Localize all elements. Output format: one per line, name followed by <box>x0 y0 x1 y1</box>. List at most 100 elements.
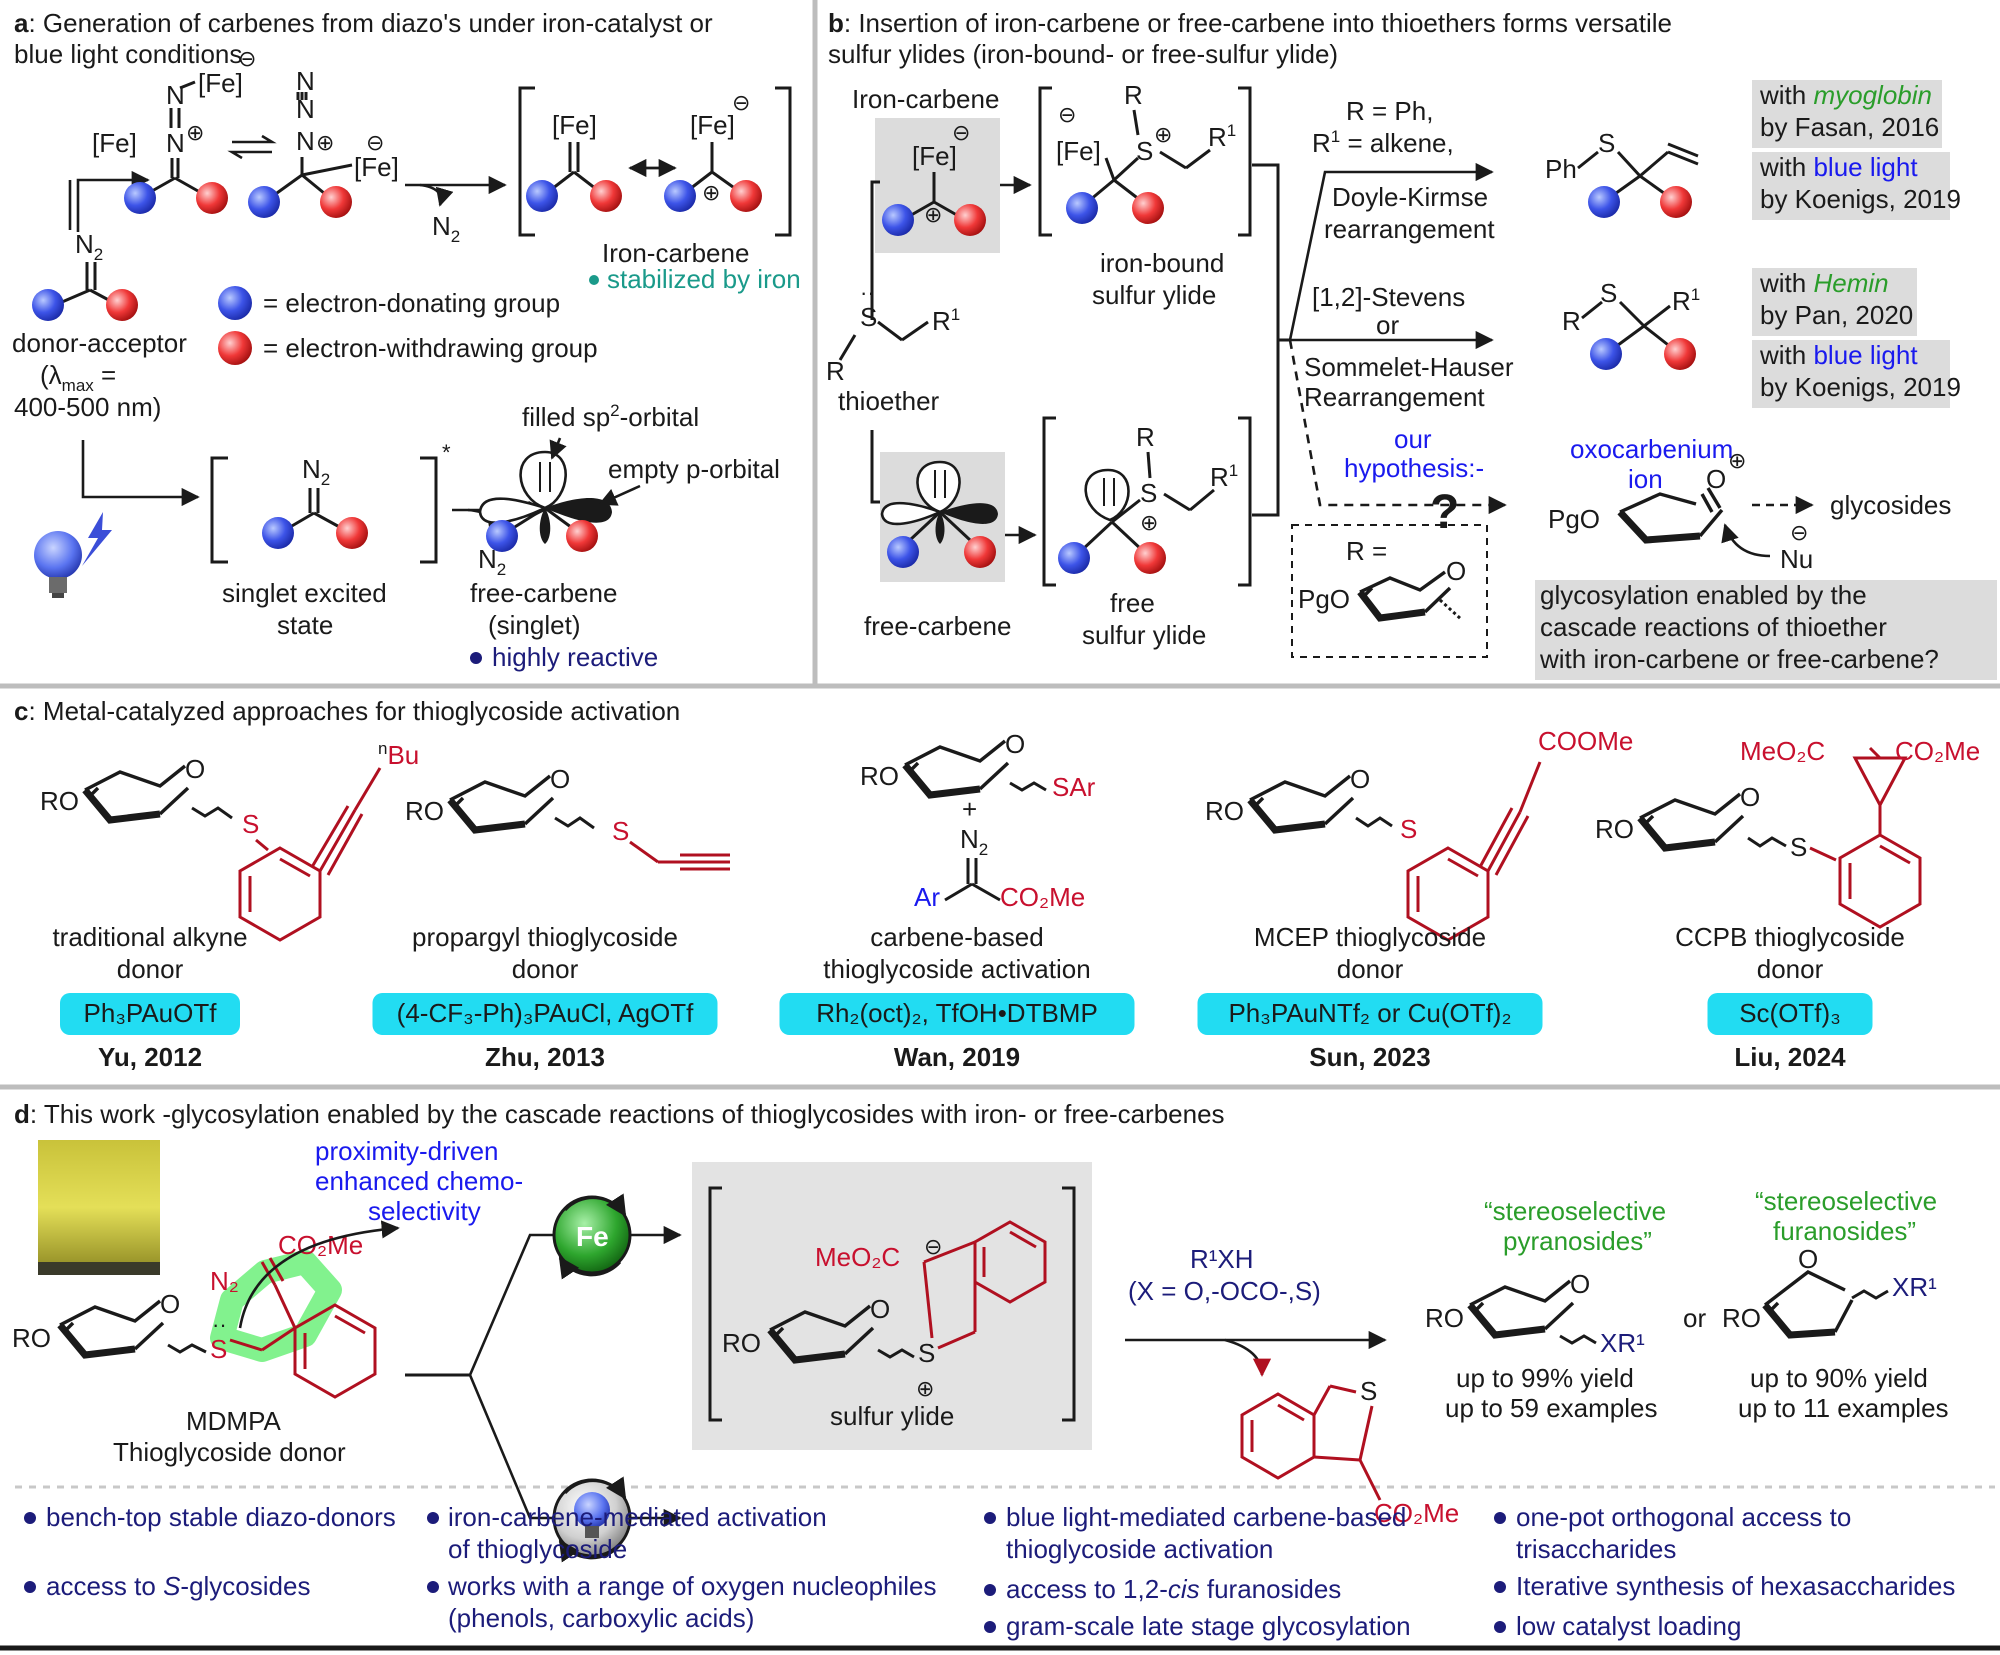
charge-plus: ⊕ <box>316 130 334 155</box>
ylide-orbital <box>1084 468 1130 522</box>
stevens-1: [1,2]-Stevens <box>1312 282 1465 312</box>
author-label: Zhu, 2013 <box>485 1042 605 1072</box>
green-highlight <box>210 1250 342 1362</box>
sugar-ring <box>57 1299 165 1359</box>
bond <box>1159 150 1187 170</box>
stevens-2: or <box>1376 310 1399 340</box>
stevens-3: Sommelet-Hauser <box>1304 352 1514 382</box>
dashed-box <box>1291 524 1488 658</box>
bond <box>1110 520 1144 552</box>
o-atom: O <box>1740 782 1760 812</box>
bullet-text-cont: thioglycoside activation <box>1006 1534 1273 1564</box>
n-atom: N <box>166 80 185 110</box>
catalyst-pill <box>1197 993 1543 1035</box>
bond <box>1486 811 1522 872</box>
ewg-ball <box>590 180 622 212</box>
nu-label: Nu <box>1780 544 1813 574</box>
stabilized-label: stabilized by iron <box>607 264 801 294</box>
catalyst-label: Rh₂(oct)₂, TfOH•DTBMP <box>816 998 1098 1028</box>
charge-plus: ⊕ <box>1140 510 1158 535</box>
ewg-ball <box>1132 192 1164 224</box>
bond <box>1613 324 1645 350</box>
ewg-ball <box>196 182 228 214</box>
bond <box>229 1338 263 1352</box>
furanoside-title-1: “stereoselective <box>1755 1186 1937 1216</box>
proximity-arrow <box>238 1220 400 1329</box>
sulfur-ylide-label: sulfur ylide <box>830 1401 954 1431</box>
wavy-bond <box>1438 598 1464 622</box>
lambda-max: (λmax = <box>40 360 116 395</box>
catalyst-label: (4-CF₃-Ph)₃PAuCl, AgOTf <box>397 998 694 1028</box>
author-label: Sun, 2023 <box>1309 1042 1430 1072</box>
bullet-dot <box>1494 1581 1506 1593</box>
bracket-right <box>1238 86 1252 237</box>
grey-box <box>1752 152 1950 220</box>
free-label: free <box>1110 588 1155 618</box>
edg-ball <box>124 182 156 214</box>
eq-arrow <box>232 134 277 144</box>
charge-minus: ⊖ <box>1790 520 1808 545</box>
edg-ball <box>1066 192 1098 224</box>
bond <box>1577 150 1599 170</box>
ewg-ball <box>1664 338 1696 370</box>
xr1-label: XR¹ <box>1892 1272 1937 1302</box>
s-atom: S <box>1360 1376 1377 1406</box>
grey-box <box>1535 580 1997 680</box>
catalyst-label: Ph₃PAuNTf₂ or Cu(OTf)₂ <box>1228 998 1511 1028</box>
o-atom: O <box>1570 1269 1590 1299</box>
bracket-right <box>775 86 792 237</box>
o-atom: O <box>185 754 205 784</box>
r-label: R <box>1136 422 1155 452</box>
bond <box>334 1314 366 1335</box>
s-atom: S <box>918 1338 935 1368</box>
fe-arrow <box>76 170 150 232</box>
n2-leaving: N2 <box>478 544 506 579</box>
bracket-line <box>870 180 880 320</box>
bullet-text: access to 1,2-cis furanosides <box>1006 1574 1341 1604</box>
hypothesis-arrow <box>1288 339 1507 515</box>
charge-plus: ⊕ <box>1728 448 1746 473</box>
wavy-bond <box>1851 1289 1889 1300</box>
bullet-dot <box>24 1512 36 1524</box>
o-atom: O <box>550 764 570 794</box>
edg-ball <box>248 186 280 218</box>
bond <box>1358 1405 1374 1461</box>
bullet-text: access to S-glycosides <box>46 1571 310 1601</box>
n2-label: N2 <box>960 824 988 859</box>
charge-plus: ⊕ <box>916 1376 934 1401</box>
bullet-dot <box>24 1581 36 1593</box>
bond <box>268 1257 285 1282</box>
n2-label: N₂ <box>210 1266 239 1296</box>
bond <box>629 840 659 864</box>
light-arrow <box>81 440 200 507</box>
benzene-ring <box>238 846 322 942</box>
bracket-left <box>210 456 228 564</box>
bullet-text: Iterative synthesis of hexasaccharides <box>1516 1571 1955 1601</box>
donor-label-2: donor <box>1757 954 1824 984</box>
iron-bound-label: iron-bound <box>1100 248 1224 278</box>
bond <box>944 882 973 902</box>
catalyst-label: Sc(OTf)₃ <box>1739 998 1841 1028</box>
iron-carbene-label: Iron-carbene <box>852 84 999 114</box>
eq-arrow <box>227 150 272 160</box>
fe-catalyst-icon <box>552 1193 632 1280</box>
fe-label: [Fe] <box>354 152 399 182</box>
bullet-text-cont: of thioglycoside <box>448 1534 627 1564</box>
free-carbene-orbitals <box>478 450 612 552</box>
donor-label: propargyl thioglycoside <box>412 922 678 952</box>
r-ph: R = Ph, <box>1346 96 1433 126</box>
r1-label: R1 <box>1210 461 1238 492</box>
charge-minus: ⊖ <box>366 130 384 155</box>
bond <box>838 334 857 361</box>
bond <box>1113 178 1141 202</box>
thioglycoside-donor-label: Thioglycoside donor <box>113 1437 346 1467</box>
s-atom: S <box>1598 128 1615 158</box>
pyranoside-yield: up to 99% yield <box>1456 1363 1634 1393</box>
bullet-dot <box>1494 1512 1506 1524</box>
proximity-3: selectivity <box>368 1196 481 1226</box>
catalyst-pill <box>1707 993 1873 1035</box>
bond <box>901 320 929 342</box>
blue-bulb-icon <box>34 512 112 598</box>
nbu-label: nBu <box>378 739 419 770</box>
